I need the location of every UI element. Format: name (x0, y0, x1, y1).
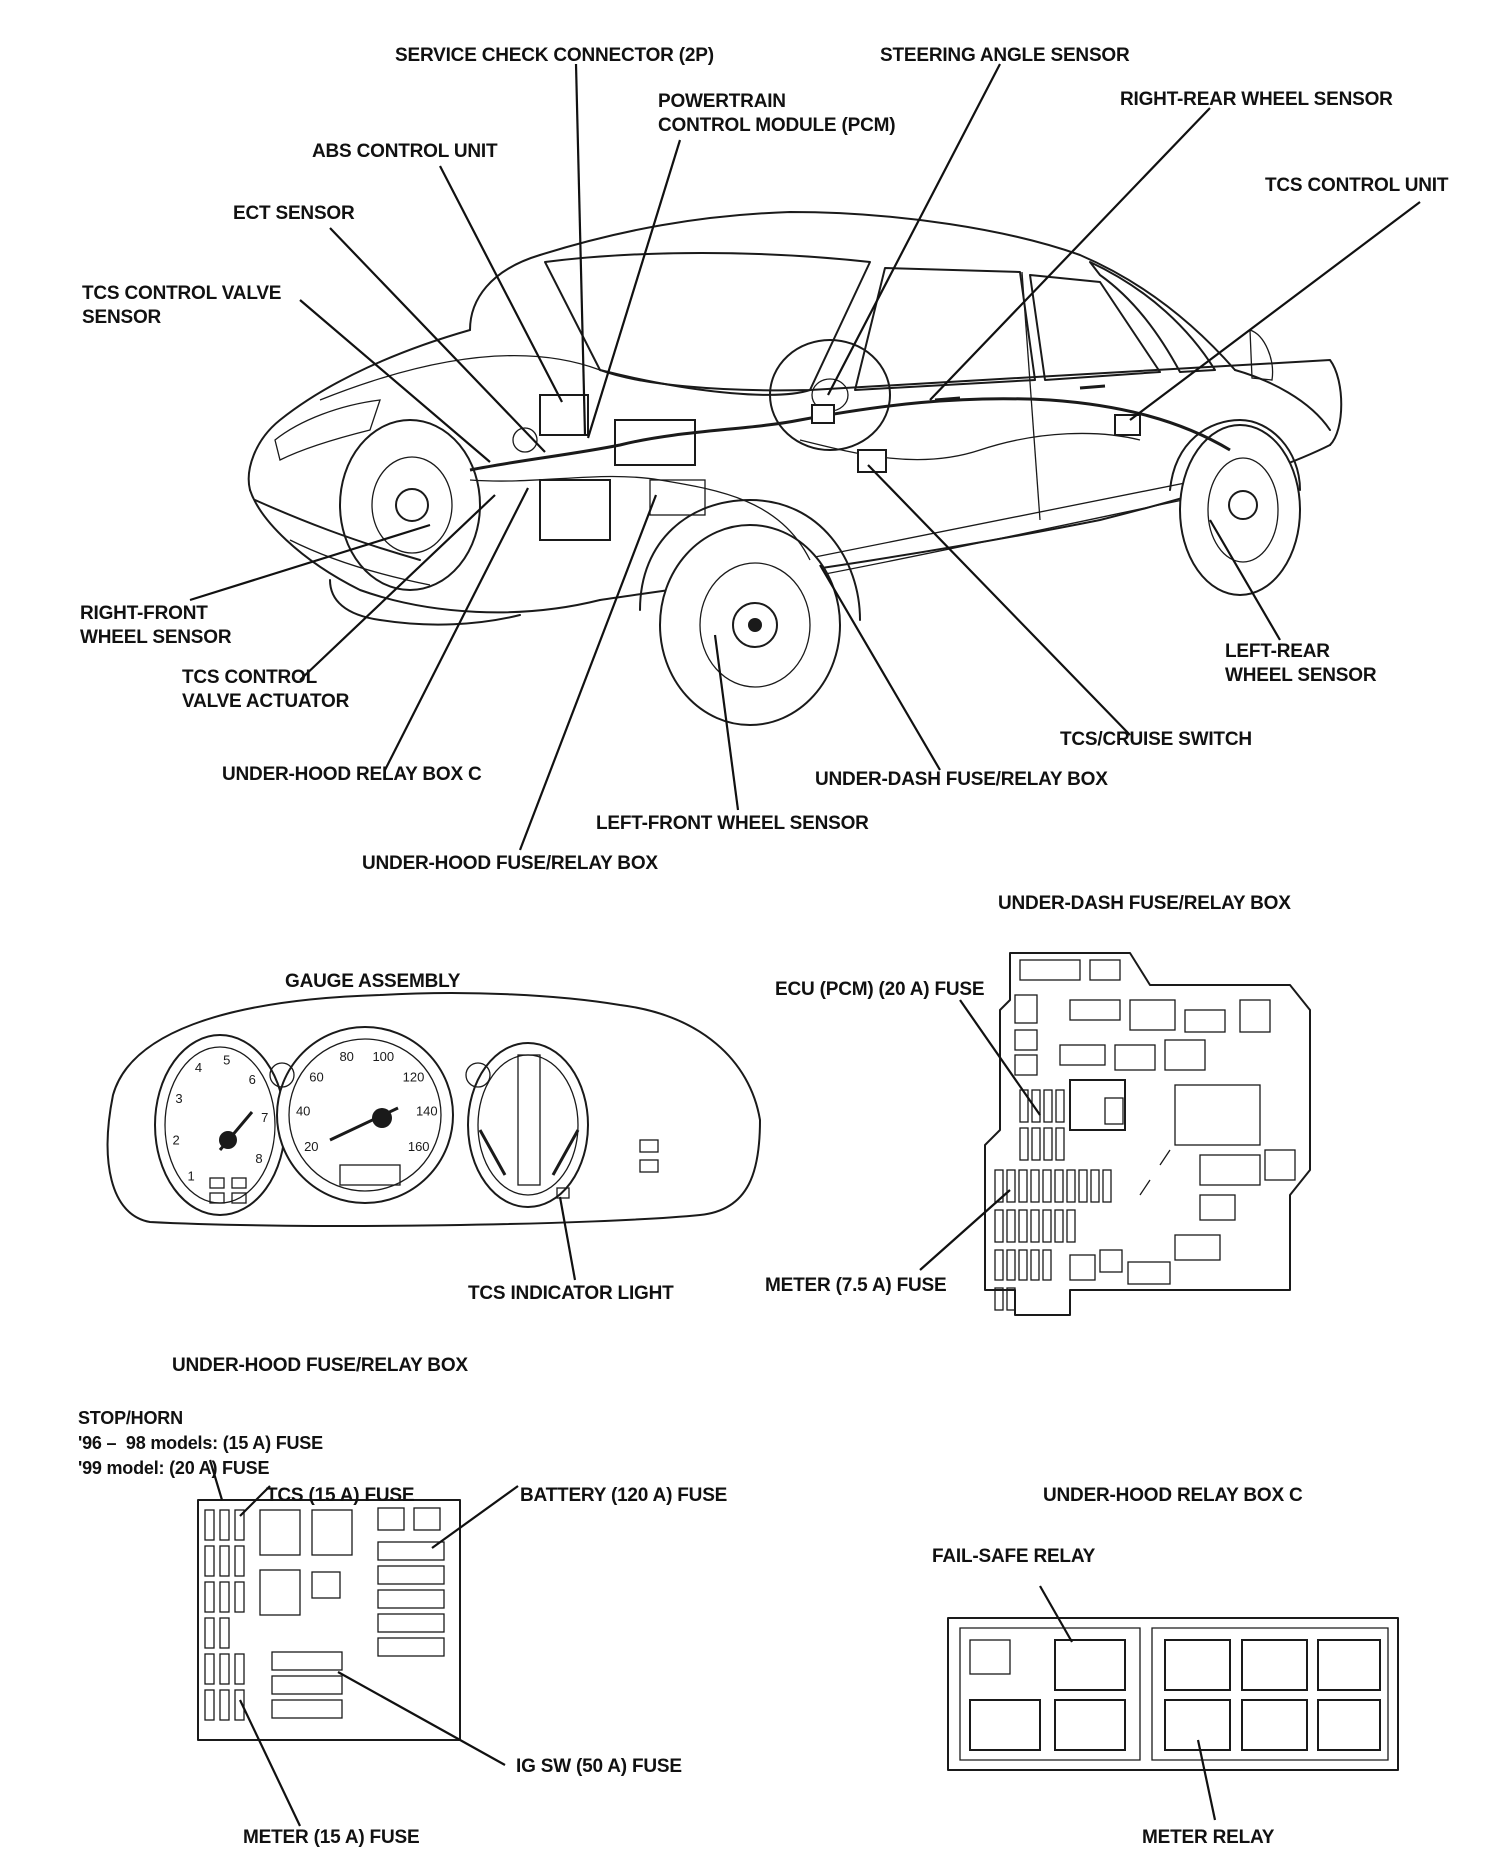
label-under-dash-fuse-relay-box: UNDER-DASH FUSE/RELAY BOX (815, 769, 1108, 790)
label-service-check-connector: SERVICE CHECK CONNECTOR (2P) (395, 45, 714, 66)
tach-dial-number: 6 (249, 1072, 256, 1087)
tach-dial-number: 2 (172, 1133, 179, 1148)
tach-dial-number: 4 (195, 1060, 202, 1075)
speedo-dial-number: 160 (408, 1139, 430, 1154)
label-right-front-wheel-sensor: RIGHT-FRONT WHEEL SENSOR (80, 603, 232, 648)
label-left-rear-wheel-sensor: LEFT-REAR WHEEL SENSOR (1225, 641, 1377, 686)
tach-dial-number: 8 (255, 1151, 262, 1166)
speedo-dial-number: 100 (372, 1049, 394, 1064)
label-tcs-15a-fuse: TCS (15 A) FUSE (266, 1485, 415, 1506)
label-meter-relay: METER RELAY (1142, 1827, 1275, 1848)
speedo-dial-number: 140 (416, 1103, 438, 1118)
label-under-hood-relay-box-c: UNDER-HOOD RELAY BOX C (222, 764, 482, 785)
under-hood-fuse-columns (204, 1509, 245, 1721)
speedo-dial-number: 120 (403, 1069, 425, 1084)
label-ecu-pcm-fuse: ECU (PCM) (20 A) FUSE (775, 979, 985, 1000)
label-left-front-wheel-sensor: LEFT-FRONT WHEEL SENSOR (596, 813, 869, 834)
tach-dial-number: 3 (175, 1091, 182, 1106)
label-fail-safe-relay: FAIL-SAFE RELAY (932, 1546, 1096, 1567)
speedo-dial-number: 80 (339, 1049, 353, 1064)
label-tcs-indicator-light: TCS INDICATOR LIGHT (468, 1283, 674, 1304)
tach-dial-number: 7 (261, 1110, 268, 1125)
label-battery-120a-fuse: BATTERY (120 A) FUSE (520, 1485, 728, 1506)
relay-box-c-title: UNDER-HOOD RELAY BOX C (1043, 1485, 1303, 1506)
under-dash-fuse-rows (994, 1089, 1112, 1311)
label-steering-angle-sensor: STEERING ANGLE SENSOR (880, 45, 1130, 66)
label-tcs-control-unit: TCS CONTROL UNIT (1265, 175, 1449, 196)
label-stop-horn-fuse: STOP/HORN '96 – 98 models: (15 A) FUSE '… (78, 1408, 323, 1478)
under-hood-box-title: UNDER-HOOD FUSE/RELAY BOX (172, 1355, 468, 1376)
label-under-hood-fuse-relay-box: UNDER-HOOD FUSE/RELAY BOX (362, 853, 658, 874)
label-tcs-control-valve-sensor: TCS CONTROL VALVE SENSOR (82, 283, 282, 328)
label-ect-sensor: ECT SENSOR (233, 203, 355, 224)
speedo-dial-number: 20 (304, 1139, 318, 1154)
label-meter-7-5a-fuse: METER (7.5 A) FUSE (765, 1275, 947, 1296)
under-dash-fuse-box (919, 952, 1311, 1316)
gauge-assembly-title: GAUGE ASSEMBLY (285, 971, 461, 992)
label-ig-sw-50a-fuse: IG SW (50 A) FUSE (516, 1756, 682, 1777)
tach-dial-number: 5 (223, 1053, 230, 1068)
gauge-assembly (106, 992, 761, 1281)
under-dash-box-title: UNDER-DASH FUSE/RELAY BOX (998, 893, 1291, 914)
car-illustration (247, 211, 1343, 726)
label-right-rear-wheel-sensor: RIGHT-REAR WHEEL SENSOR (1120, 89, 1393, 110)
label-tcs-control-valve-actuator: TCS CONTROL VALVE ACTUATOR (182, 667, 350, 712)
label-meter-15a-fuse: METER (15 A) FUSE (243, 1827, 420, 1848)
label-powertrain-control-module: POWERTRAIN CONTROL MODULE (PCM) (658, 91, 896, 136)
speedo-dial-number: 40 (296, 1103, 310, 1118)
relay-box-c (947, 1585, 1399, 1821)
under-hood-fuse-box (197, 1459, 519, 1827)
leader-lines (189, 63, 1421, 851)
label-abs-control-unit: ABS CONTROL UNIT (312, 141, 498, 162)
label-tcs-cruise-switch: TCS/CRUISE SWITCH (1060, 729, 1252, 750)
speedo-dial-number: 60 (309, 1069, 323, 1084)
tach-dial-number: 1 (187, 1169, 194, 1184)
